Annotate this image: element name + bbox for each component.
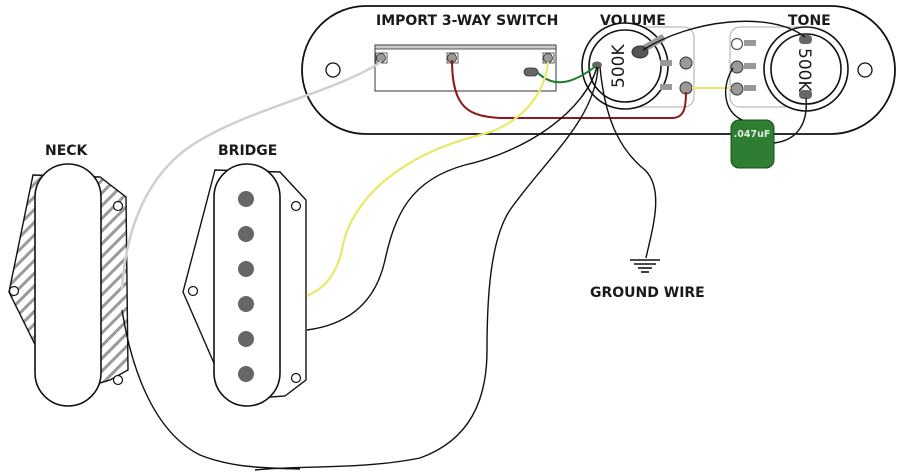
pole-piece <box>238 331 254 347</box>
plate-screw-hole-left <box>325 62 341 78</box>
pole-piece <box>238 226 254 242</box>
tone-solder-blob <box>799 90 812 99</box>
tone-lug <box>730 60 744 74</box>
switch-lug <box>375 52 388 64</box>
pole-piece <box>238 261 254 277</box>
wire-black-bridge-ground <box>306 66 598 331</box>
pole-piece <box>238 191 254 207</box>
tone-capacitor: .047uF <box>730 119 775 169</box>
switch-lug <box>542 52 555 64</box>
wire-black-ground <box>599 66 657 259</box>
capacitor-value: .047uF <box>734 129 771 140</box>
tone-lug <box>730 37 744 51</box>
wire-black-cap-right <box>773 97 807 144</box>
wire-yellow-bridge-hot <box>306 61 550 297</box>
tone-solder-blob <box>799 35 812 44</box>
pole-piece <box>238 296 254 312</box>
wire-black-vol-tone <box>642 20 806 51</box>
neck-label: NECK <box>45 143 89 159</box>
tone-label: TONE <box>788 13 831 29</box>
volume-pot: 500K <box>581 22 695 110</box>
tone-pot-value: 500K <box>794 48 814 92</box>
wire-white-neck-hot <box>120 60 382 291</box>
wire-red <box>451 59 687 119</box>
wire-black-neck-ground <box>121 66 599 471</box>
volume-pot-value: 500K <box>609 44 629 88</box>
volume-lug <box>679 56 693 70</box>
switch-label: IMPORT 3-WAY SWITCH <box>376 13 558 29</box>
wire-black-cap-left <box>724 67 743 121</box>
ground-symbol-icon <box>630 259 660 273</box>
ground-label: GROUND WIRE <box>590 285 705 301</box>
tone-pot: 500K <box>729 26 849 112</box>
neck-pickup <box>8 163 129 407</box>
plate-screw-hole-right <box>857 62 873 78</box>
switch-common-lug <box>523 67 539 77</box>
bridge-label: BRIDGE <box>218 143 277 159</box>
three-way-switch <box>374 44 557 92</box>
bridge-pickup <box>182 163 307 407</box>
tone-lug <box>730 82 744 96</box>
pole-piece <box>238 366 254 382</box>
wire-green <box>536 65 597 84</box>
